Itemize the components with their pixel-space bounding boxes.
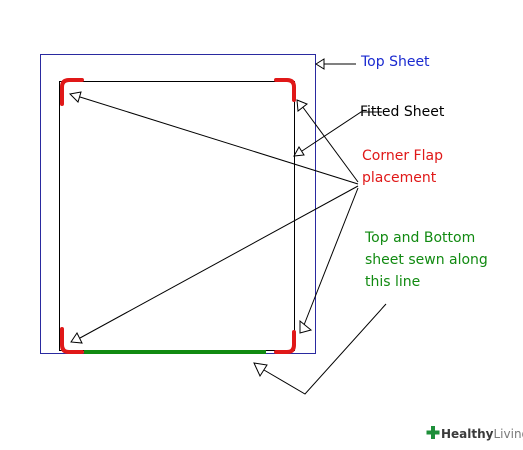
corner-arrowhead-top-left bbox=[70, 92, 81, 102]
fitted-sheet-arrowhead bbox=[294, 147, 304, 156]
top-sheet-label: Top Sheet bbox=[361, 51, 430, 73]
sewn-line-3: this line bbox=[365, 271, 488, 293]
healthy-living-logo: Healthy Living bbox=[424, 424, 523, 444]
top-sheet-arrowhead bbox=[316, 59, 324, 69]
sewn-line-1: Top and Bottom bbox=[365, 227, 488, 249]
sewn-line-label: Top and Bottom sheet sewn along this lin… bbox=[365, 227, 488, 293]
top-sheet-outline bbox=[41, 55, 316, 354]
fitted-sheet-label: Fitted Sheet bbox=[360, 101, 444, 123]
corner-flap-line-1: Corner Flap bbox=[362, 145, 443, 167]
corner-arrow-line-top-right bbox=[302, 106, 358, 182]
corner-flap-top-right bbox=[276, 80, 294, 100]
corner-flap-line-2: placement bbox=[362, 167, 443, 189]
logo-regular-text: Living bbox=[494, 424, 523, 444]
logo-bold-text: Healthy bbox=[441, 424, 494, 444]
corner-arrow-line-top-left bbox=[80, 97, 358, 184]
sewn-arrow-line bbox=[264, 304, 386, 394]
corner-arrow-line-bottom-right bbox=[304, 188, 358, 325]
sewn-arrowhead bbox=[254, 363, 267, 376]
corner-flap-label: Corner Flap placement bbox=[362, 145, 443, 189]
fitted-sheet-outline bbox=[60, 82, 295, 351]
sewn-line-2: sheet sewn along bbox=[365, 249, 488, 271]
corner-arrowhead-bottom-right bbox=[300, 321, 311, 333]
corner-arrow-line-bottom-left bbox=[80, 186, 358, 338]
corner-arrowhead-top-right bbox=[297, 100, 307, 111]
corner-flap-bottom-right bbox=[276, 332, 294, 352]
